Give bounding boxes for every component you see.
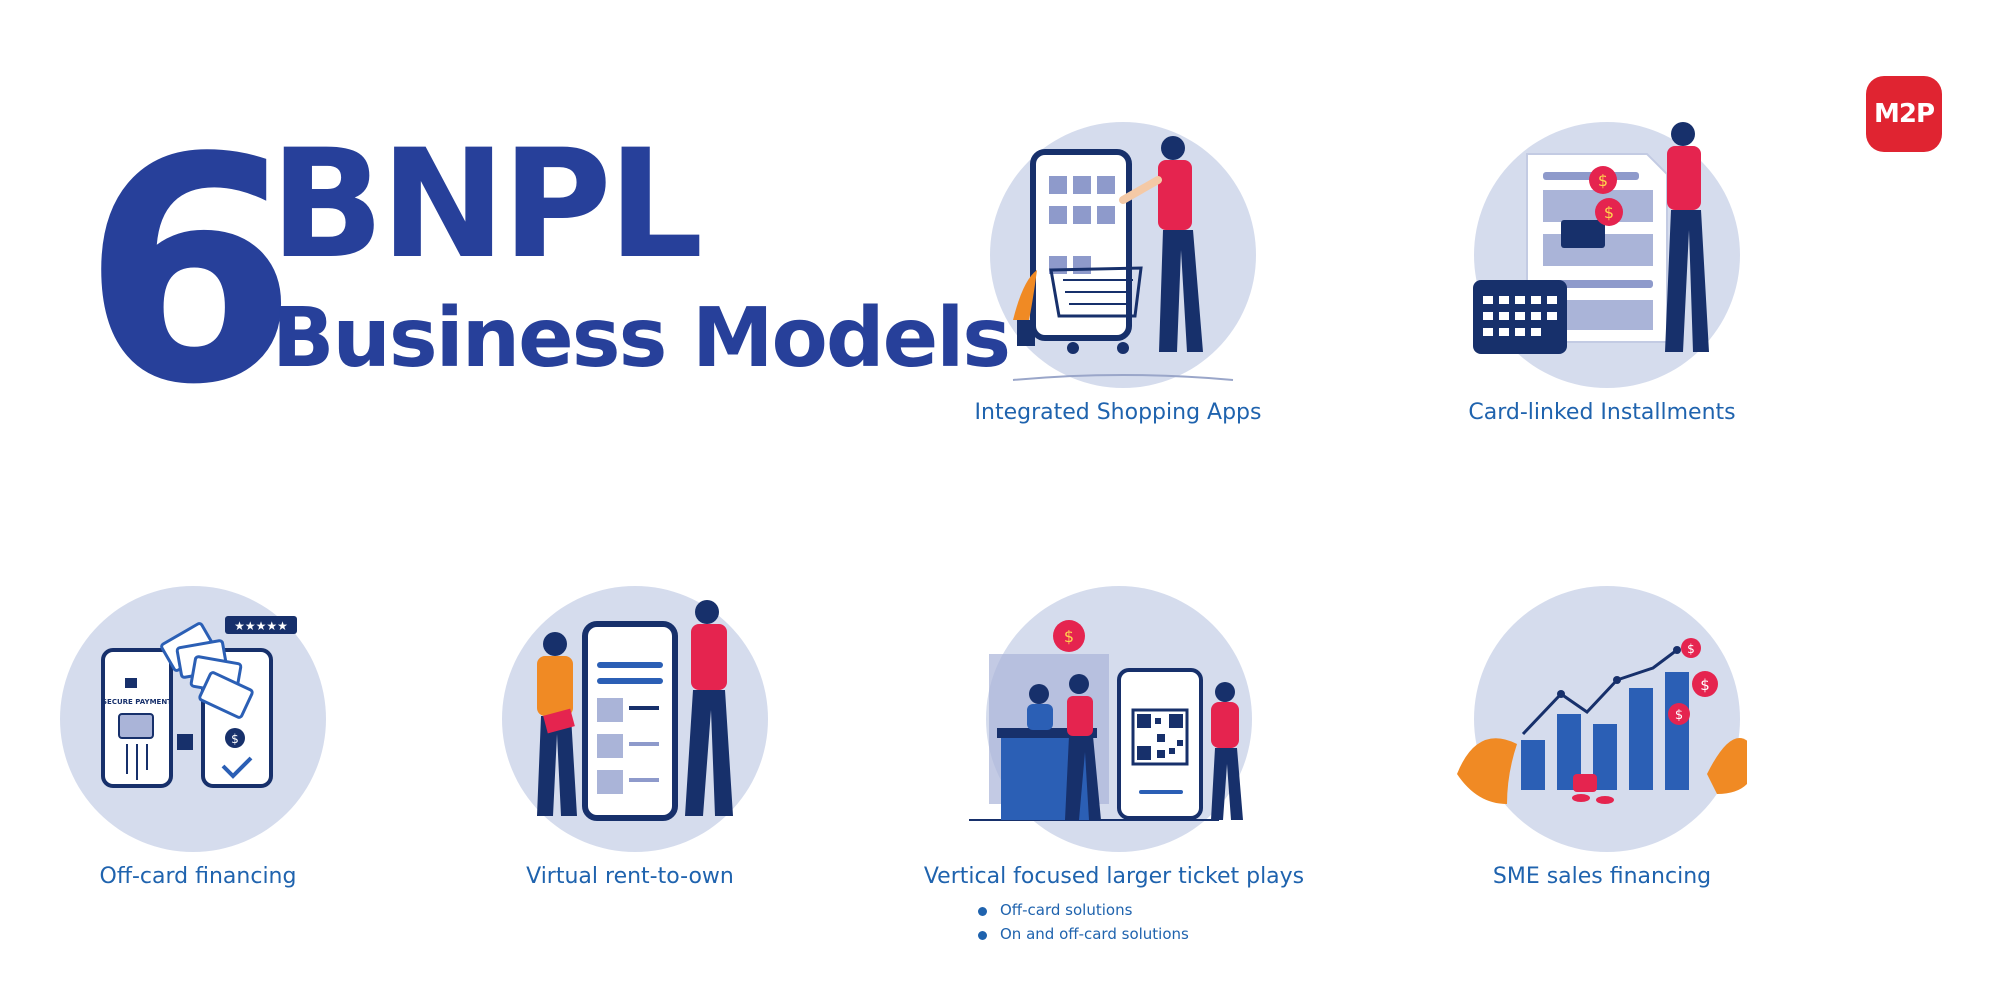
rent-to-own-phone-icon [502,586,768,852]
title-bnpl: BNPL [270,118,703,292]
model-label: Integrated Shopping Apps [974,400,1262,425]
growth-bar-chart-icon: $ $ $ [1457,586,1747,852]
svg-text:$: $ [231,732,239,746]
bullet-item: Off-card solutions [976,901,1324,919]
svg-text:$: $ [1064,627,1074,646]
model-label: Card-linked Installments [1468,400,1736,425]
bullet-item: On and off-card solutions [976,925,1324,943]
qr-checkout-store-icon: $ [969,586,1252,852]
svg-text:$: $ [1598,171,1608,190]
secure-payment-phones-icon: SECURE PAYMENT $ ★★★★★ [60,586,326,852]
model-card-integrated-shopping-apps: Integrated Shopping Apps [908,120,1328,425]
svg-text:$: $ [1687,642,1695,656]
model-card-card-linked-installments: $ $ Card-linked Installments [1392,120,1812,425]
model-card-sme-sales-financing: $ $ $ SME sales financing [1392,584,1812,889]
svg-text:$: $ [1675,708,1683,723]
model-label: Virtual rent-to-own [526,864,734,889]
svg-text:★★★★★: ★★★★★ [234,619,288,633]
model-count: 6 [82,92,298,453]
model-label: Vertical focused larger ticket plays [923,864,1305,889]
card-installment-calendar-icon: $ $ [1473,122,1740,388]
model-bullet-list: Off-card solutions On and off-card solut… [976,901,1324,943]
m2p-logo: M2P [1866,76,1942,152]
model-card-virtual-rent-to-own: Virtual rent-to-own [420,584,840,889]
model-card-vertical-focused-larger-ticket-plays: $ Vertical focused larger ticket plays O… [904,584,1324,949]
title-business-models: Business Models [272,291,1011,386]
svg-text:SECURE PAYMENT: SECURE PAYMENT [102,698,172,706]
model-label: Off-card financing [99,864,297,889]
shopping-cart-phone-icon [990,122,1256,388]
svg-text:$: $ [1604,203,1614,222]
model-label: SME sales financing [1492,864,1712,889]
model-card-off-card-financing: SECURE PAYMENT $ ★★★★★ Off-card financin… [0,584,408,889]
svg-text:$: $ [1700,676,1710,694]
